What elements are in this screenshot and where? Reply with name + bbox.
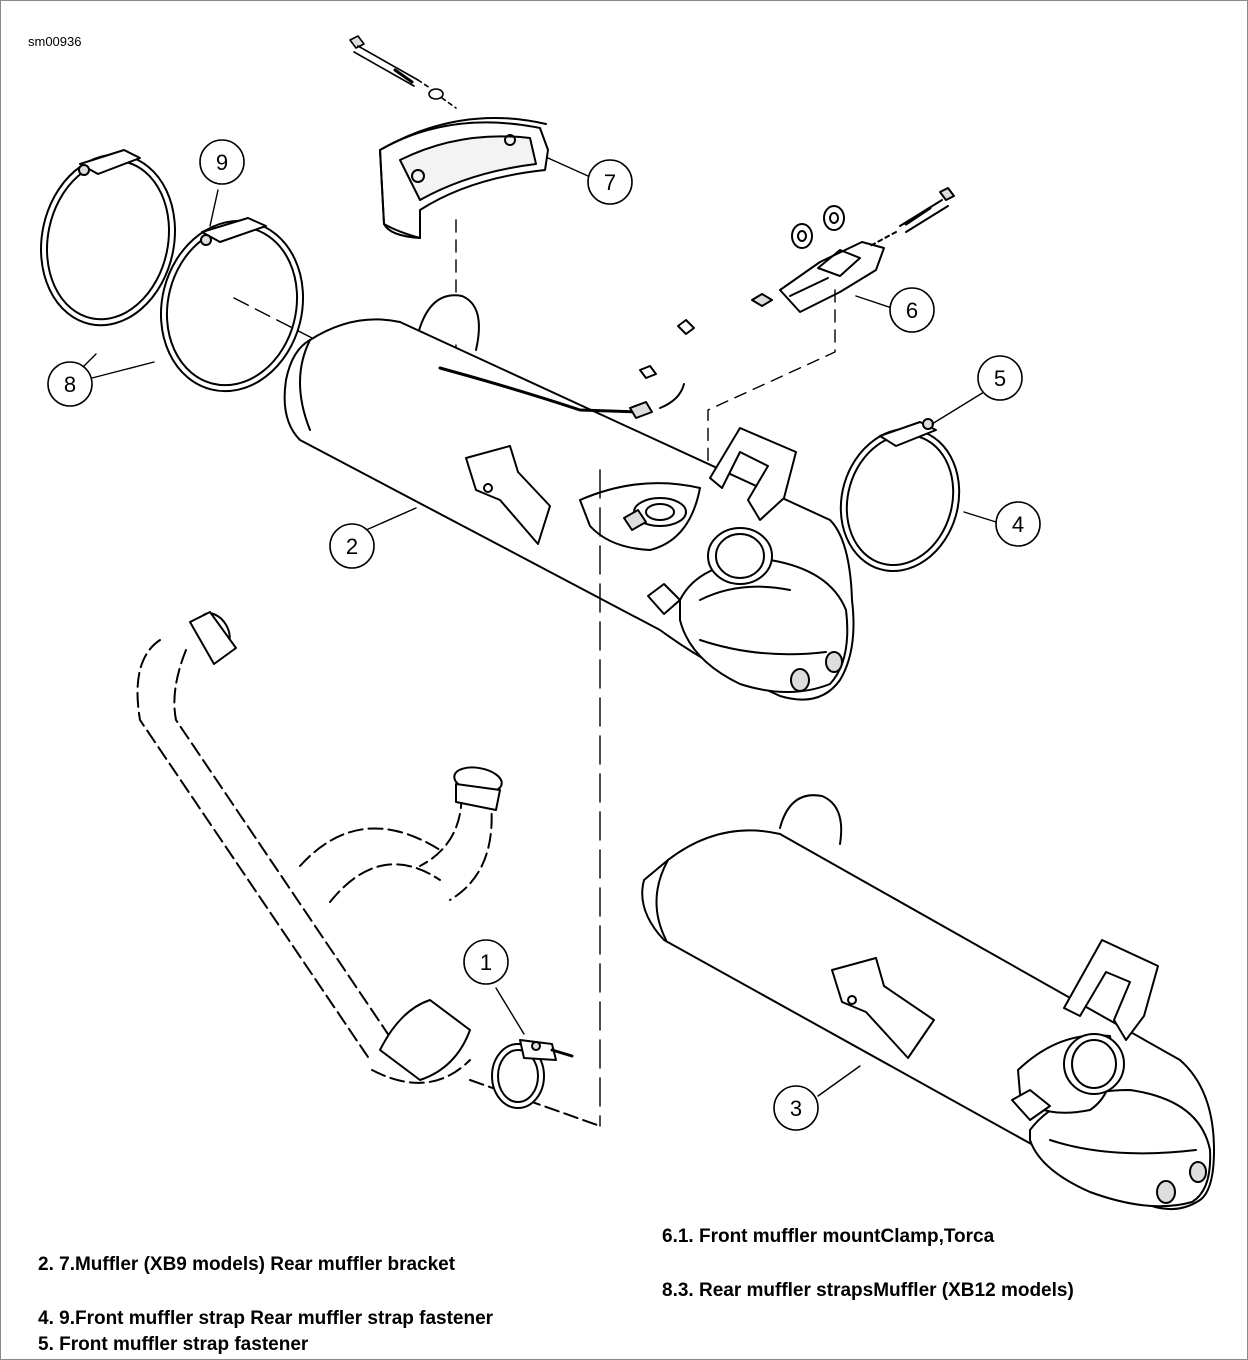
leader-4 [963, 511, 997, 523]
callout-6: 6 [889, 287, 935, 333]
legend-line-8-3: 8.3. Rear muffler strapsMuffler (XB12 mo… [662, 1280, 1074, 1301]
legend-line-5: 5. Front muffler strap fastener [38, 1334, 309, 1355]
svg-text:1: 1 [480, 950, 492, 975]
leader-6 [855, 295, 893, 309]
callout-3: 3 [773, 1085, 819, 1131]
svg-text:3: 3 [790, 1096, 802, 1121]
leader-dash-6 [707, 289, 836, 471]
rear-muffler-bracket [379, 116, 549, 239]
header-pipe-ends [189, 611, 503, 1081]
rear-muffler-strap [40, 149, 176, 327]
callout-9: 9 [199, 139, 245, 185]
leader-7 [547, 157, 589, 177]
callout-2: 2 [329, 523, 375, 569]
muffler-xb9 [283, 294, 855, 701]
front-muffler-strap [839, 418, 961, 573]
svg-text:2: 2 [346, 534, 358, 559]
leader-dash-8 [233, 297, 317, 341]
leader-5 [931, 391, 985, 425]
callout-8: 8 [47, 361, 93, 407]
legend-line-2-7: 2. 7.Muffler (XB9 models) Rear muffler b… [38, 1254, 456, 1275]
legend-line-4-9: 4. 9.Front muffler strap Rear muffler st… [38, 1308, 494, 1329]
front-muffler-mount [751, 187, 955, 313]
svg-text:9: 9 [216, 150, 228, 175]
svg-text:6: 6 [906, 298, 918, 323]
svg-text:8: 8 [64, 372, 76, 397]
leader-1 [495, 987, 525, 1035]
muffler-xb12 [641, 794, 1215, 1211]
legend-line-6-1: 6.1. Front muffler mountClamp,Torca [662, 1226, 995, 1247]
bracket-bolt-icon [349, 35, 457, 109]
svg-text:5: 5 [994, 366, 1006, 391]
rear-muffler-strap-fastener [159, 217, 305, 393]
figure-code: sm00936 [28, 34, 82, 49]
clamp-torca [491, 1039, 574, 1109]
callout-1: 1 [463, 939, 509, 985]
callout-7: 7 [587, 159, 633, 205]
leader-8b [91, 361, 155, 379]
leader-9 [209, 189, 219, 227]
callout-4: 4 [995, 501, 1041, 547]
leader-3 [817, 1065, 861, 1097]
svg-text:7: 7 [604, 170, 616, 195]
callout-5: 5 [977, 355, 1023, 401]
svg-text:4: 4 [1012, 512, 1024, 537]
